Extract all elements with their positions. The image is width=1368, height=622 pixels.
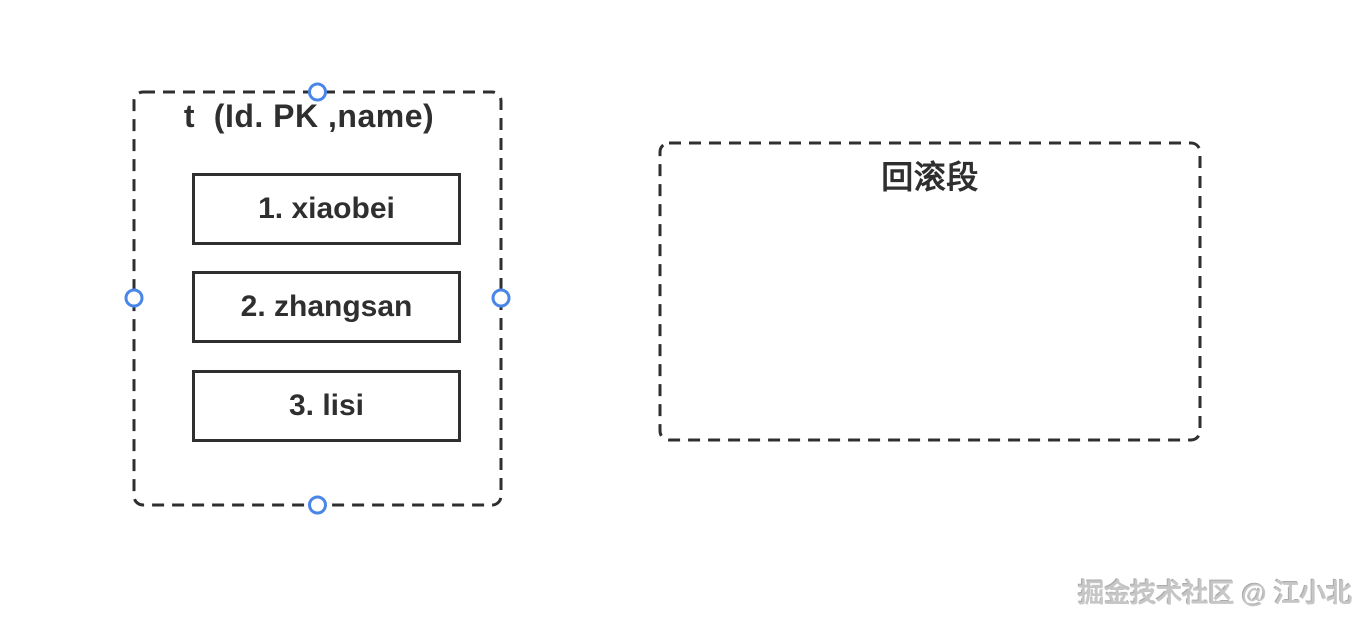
table-row-1[interactable]: 1. xiaobei [192,173,461,245]
watermark-text: 掘金技术社区 @ 江小北 [1078,578,1352,608]
table-shape-title: t (Id. PK ,name) [183,98,435,134]
connection-handle-top[interactable] [308,82,327,102]
table-row-3-label: 3. lisi [288,389,365,422]
connection-handle-bottom[interactable] [308,495,327,515]
connection-handle-right[interactable] [491,288,511,308]
table-row-3[interactable]: 3. lisi [192,370,461,442]
table-row-2[interactable]: 2. zhangsan [192,271,461,343]
table-row-1-label: 1. xiaobei [258,192,395,225]
connection-handle-left[interactable] [124,288,144,308]
rollback-shape-title: 回滚段 [881,159,979,195]
table-row-2-label: 2. zhangsan [240,290,413,323]
rollback-shape-border[interactable] [658,141,1202,442]
